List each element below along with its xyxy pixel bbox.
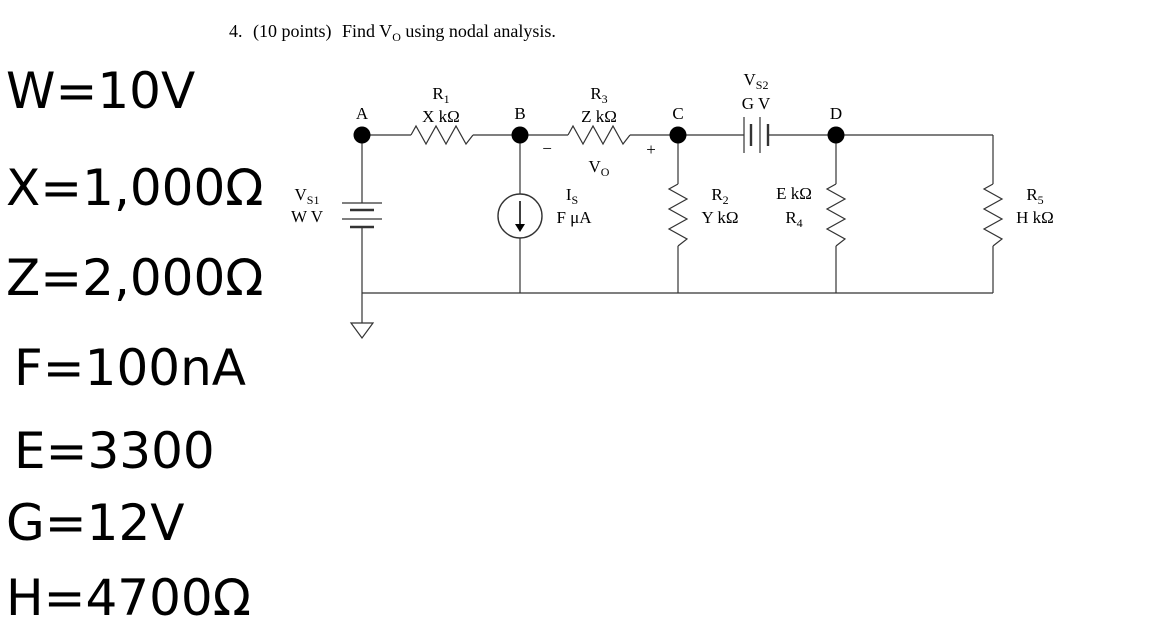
node-a-dot xyxy=(353,126,371,144)
handwritten-h: H=4700Ω xyxy=(6,569,251,626)
r1-label: R1 xyxy=(432,84,449,106)
problem-text: Find V xyxy=(342,21,392,41)
wires xyxy=(361,134,994,323)
r1-value: X kΩ xyxy=(422,107,460,126)
handwritten-g: G=12V xyxy=(6,494,184,552)
handwritten-w: W=10V xyxy=(6,62,195,120)
problem-text-rest: using nodal analysis. xyxy=(401,21,556,41)
handwritten-f: F=100nA xyxy=(14,339,246,397)
r5-label: R5 xyxy=(1026,185,1043,207)
r3-value: Z kΩ xyxy=(581,107,617,126)
handwritten-e: E=3300 xyxy=(14,422,215,480)
r2-label: R2 xyxy=(711,185,728,207)
vo-plus-sign: + xyxy=(646,140,656,159)
node-c-label: C xyxy=(672,104,683,123)
problem-statement: 4. (10 points) Find VO using nodal analy… xyxy=(229,21,556,44)
vo-label: VO xyxy=(589,157,610,179)
resistor-r2 xyxy=(667,183,689,247)
r4-label: R4 xyxy=(785,208,802,230)
ground-icon xyxy=(349,322,375,340)
handwritten-z: Z=2,000Ω xyxy=(6,249,264,307)
resistor-r4 xyxy=(825,183,847,247)
vo-minus-sign: − xyxy=(542,139,552,158)
vs1-value: W V xyxy=(291,207,324,226)
node-c-dot xyxy=(669,126,687,144)
resistor-r5 xyxy=(982,183,1004,247)
node-a-label: A xyxy=(356,104,369,123)
handwritten-x: X=1,000Ω xyxy=(6,159,264,217)
current-source-icon xyxy=(497,193,543,239)
handwritten-notes: W=10V X=1,000Ω Z=2,000Ω F=100nA E=3300 G… xyxy=(6,62,264,626)
resistor-r1 xyxy=(410,124,474,146)
vs2-label: VS2 xyxy=(744,70,769,92)
problem-text-subscript: O xyxy=(392,30,401,44)
r3-label: R3 xyxy=(590,84,607,106)
is-label: IS xyxy=(566,185,578,207)
vs1-label: VS1 xyxy=(295,185,320,207)
vs2-value: G V xyxy=(742,94,771,113)
node-d-label: D xyxy=(830,104,842,123)
battery-vs2-icon xyxy=(743,117,770,153)
battery-vs1-icon xyxy=(342,202,382,229)
r4-value: E kΩ xyxy=(776,184,812,203)
node-d-dot xyxy=(827,126,845,144)
is-value: F μA xyxy=(556,208,592,227)
r5-value: H kΩ xyxy=(1016,208,1054,227)
node-b-label: B xyxy=(514,104,525,123)
r2-value: Y kΩ xyxy=(701,208,738,227)
problem-number: 4. xyxy=(229,21,243,41)
node-b-dot xyxy=(511,126,529,144)
problem-points: (10 points) xyxy=(253,21,332,42)
resistor-r3 xyxy=(567,124,631,146)
